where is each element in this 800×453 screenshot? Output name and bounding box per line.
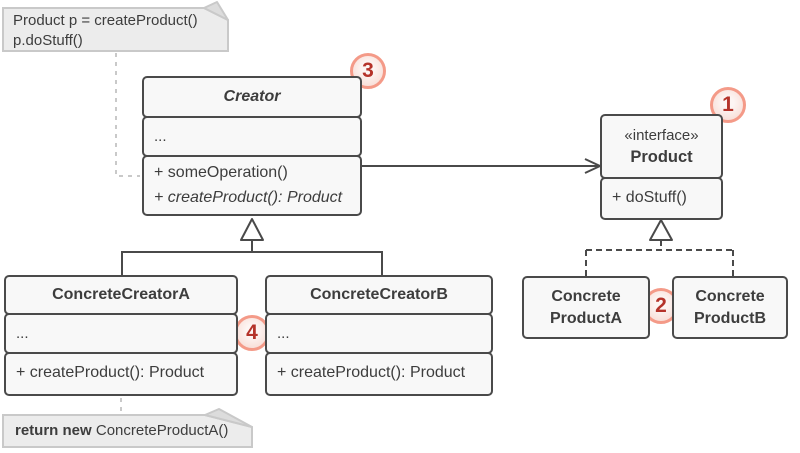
interface-product: «interface» Product + doStuff()	[600, 114, 723, 220]
class-creator-ellipsis: ...	[154, 128, 167, 145]
realization-triangle-icon	[649, 219, 673, 241]
concrete-creator-b-method: + createProduct(): Product	[277, 364, 466, 381]
interface-stereotype: «interface»	[624, 126, 699, 144]
inheritance-lines	[121, 240, 383, 276]
note-return-keyword: return new	[15, 422, 92, 439]
concrete-creator-a-method: + createProduct(): Product	[16, 364, 205, 381]
class-creator-title: Creator	[142, 76, 362, 118]
concrete-creator-b-ellipsis: ...	[277, 325, 290, 342]
note-return-fold-icon	[204, 408, 253, 428]
class-concrete-product-a: Concrete ProductA	[522, 276, 650, 339]
product-method-doStuff: + doStuff()	[612, 189, 687, 206]
interface-product-title: «interface» Product	[600, 114, 723, 179]
note-client-code-line1: Product p = createProduct()	[13, 12, 198, 29]
interface-product-name: Product	[630, 147, 693, 166]
note-client-code-line2: p.doStuff()	[13, 32, 83, 49]
inheritance-triangle-icon	[240, 218, 264, 241]
class-concrete-creator-b-title: ConcreteCreatorB	[265, 275, 493, 315]
concrete-product-b-line1: Concrete	[695, 287, 765, 305]
class-creator-fields: ...	[142, 116, 362, 157]
badge-1-number: 1	[722, 93, 734, 116]
class-concrete-creator-a: ConcreteCreatorA ... + createProduct(): …	[4, 275, 238, 396]
realization-lines	[585, 240, 734, 277]
creator-method-someOperation: + someOperation()	[154, 164, 288, 181]
badge-3-number: 3	[362, 59, 374, 82]
concrete-creator-a-name: ConcreteCreatorA	[52, 286, 190, 303]
note-return-code: ConcreteProductA()	[95, 422, 229, 439]
note-return: return new ConcreteProductA()	[15, 421, 228, 441]
creator-method-createProduct: + createProduct(): Product	[154, 189, 343, 206]
concrete-creator-b-name: ConcreteCreatorB	[310, 286, 448, 303]
class-concrete-creator-a-title: ConcreteCreatorA	[4, 275, 238, 315]
class-creator: Creator ... + someOperation() + createPr…	[142, 76, 362, 216]
note-client-code-fold-icon	[203, 1, 229, 21]
concrete-product-a-line1: Concrete	[551, 287, 621, 305]
interface-product-methods: + doStuff()	[600, 177, 723, 220]
note-client-code-shape	[2, 7, 229, 52]
class-creator-methods: + someOperation() + createProduct(): Pro…	[142, 155, 362, 216]
class-concrete-product-b-title: Concrete ProductB	[672, 276, 788, 339]
class-concrete-creator-a-fields: ...	[4, 313, 238, 354]
class-concrete-creator-b-fields: ...	[265, 313, 493, 354]
badge-4-number: 4	[246, 321, 258, 344]
class-concrete-creator-a-methods: + createProduct(): Product	[4, 352, 238, 396]
class-concrete-product-b: Concrete ProductB	[672, 276, 788, 339]
concrete-product-a-line2: ProductA	[550, 309, 622, 327]
class-concrete-creator-b-methods: + createProduct(): Product	[265, 352, 493, 396]
class-concrete-creator-b: ConcreteCreatorB ... + createProduct(): …	[265, 275, 493, 396]
class-creator-name: Creator	[223, 88, 281, 105]
note-return-shape	[2, 414, 253, 448]
concrete-creator-a-ellipsis: ...	[16, 325, 29, 342]
note-connector-client-code	[115, 53, 140, 177]
badge-2-number: 2	[655, 294, 667, 317]
class-concrete-product-a-title: Concrete ProductA	[522, 276, 650, 339]
concrete-product-b-line2: ProductB	[694, 309, 766, 327]
note-client-code: Product p = createProduct() p.doStuff()	[13, 11, 198, 51]
